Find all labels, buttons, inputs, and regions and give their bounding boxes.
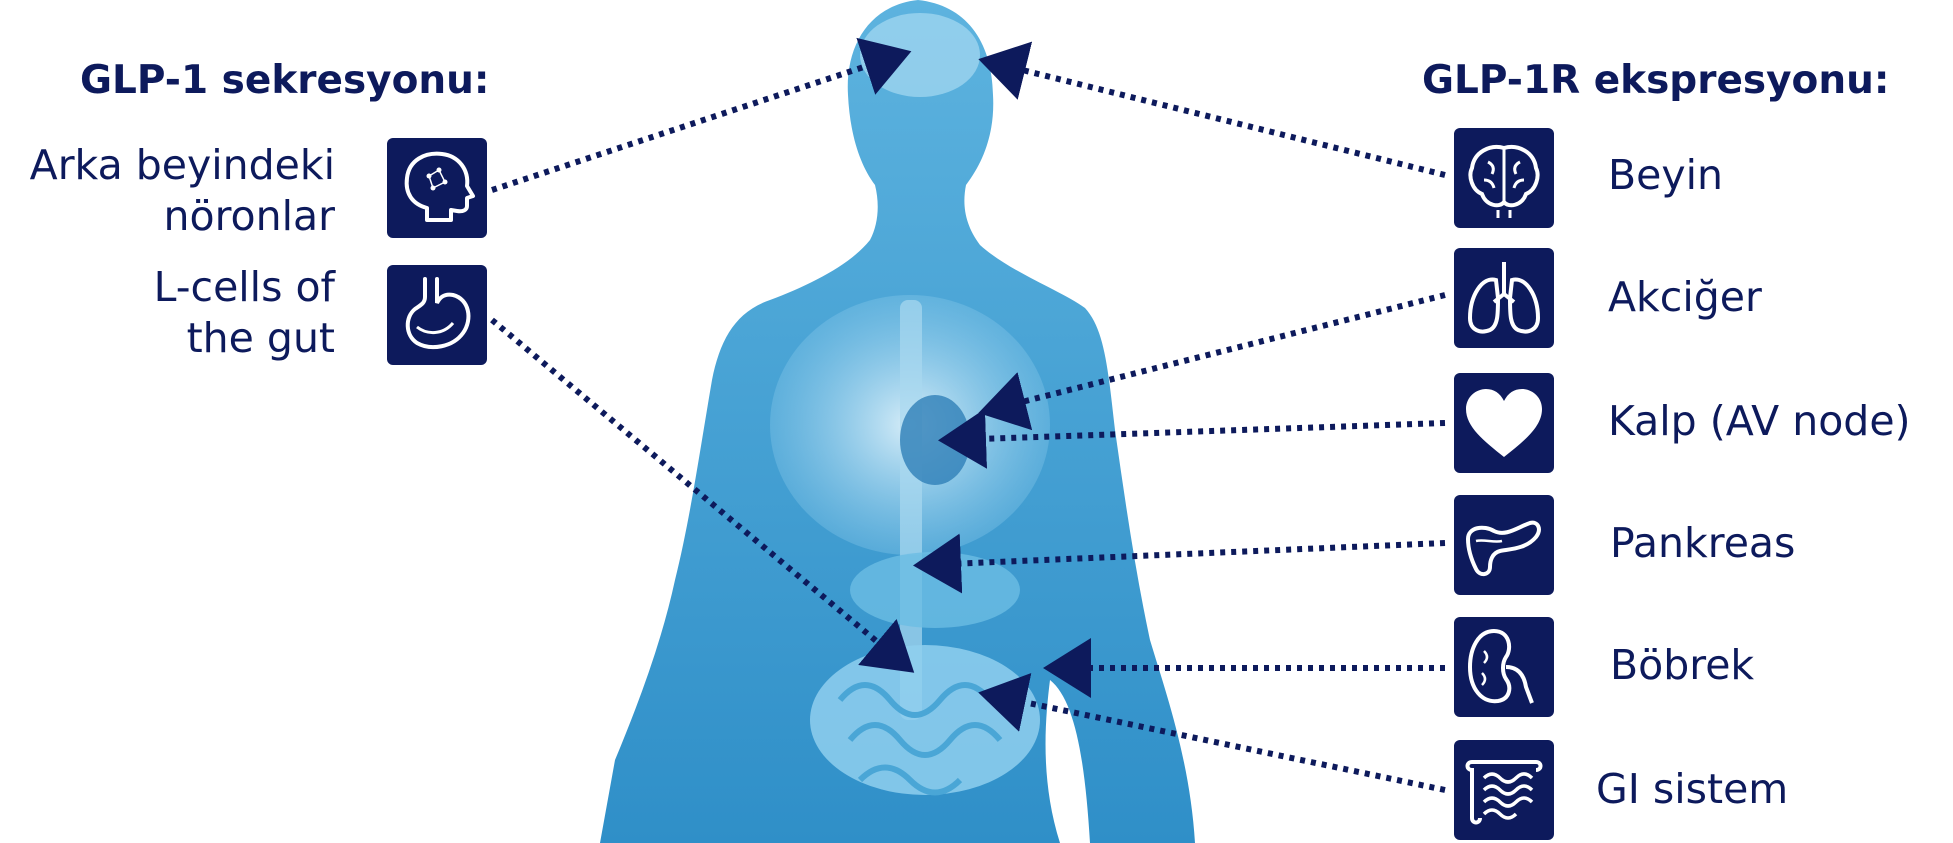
lungs-icon bbox=[1454, 248, 1554, 348]
right-label-pancreas: Pankreas bbox=[1610, 518, 1795, 569]
heart-organ bbox=[900, 395, 970, 485]
right-heading: GLP-1R ekspresyonu: bbox=[1422, 58, 1889, 103]
stomach-icon bbox=[387, 265, 487, 365]
heart-icon bbox=[1454, 373, 1554, 473]
left-label-gut: L-cells of the gut bbox=[0, 262, 335, 364]
intestine-icon-box bbox=[1454, 740, 1554, 840]
lungs-icon-box bbox=[1454, 248, 1554, 348]
stomach-organ bbox=[850, 552, 1020, 628]
head-brain-icon bbox=[387, 138, 487, 238]
heart-icon-box bbox=[1454, 373, 1554, 473]
intestine-icon bbox=[1454, 740, 1554, 840]
right-label-heart: Kalp (AV node) bbox=[1608, 396, 1911, 447]
brain-icon bbox=[1454, 128, 1554, 228]
pancreas-icon bbox=[1454, 495, 1554, 595]
kidney-icon-box bbox=[1454, 617, 1554, 717]
stomach-icon-box bbox=[387, 265, 487, 365]
brain-icon-box bbox=[1454, 128, 1554, 228]
left-heading: GLP-1 sekresyonu: bbox=[80, 58, 490, 103]
right-label-lungs: Akciğer bbox=[1608, 272, 1762, 323]
brain-organ bbox=[860, 13, 980, 97]
right-label-kidney: Böbrek bbox=[1610, 640, 1754, 691]
pancreas-icon-box bbox=[1454, 495, 1554, 595]
intestines-organ bbox=[810, 645, 1040, 795]
left-label-hindbrain: Arka beyindeki nöronlar bbox=[0, 140, 335, 242]
head-brain-icon-box bbox=[387, 138, 487, 238]
kidney-icon bbox=[1454, 617, 1554, 717]
right-label-gi: GI sistem bbox=[1596, 764, 1788, 815]
right-label-brain: Beyin bbox=[1608, 150, 1723, 201]
